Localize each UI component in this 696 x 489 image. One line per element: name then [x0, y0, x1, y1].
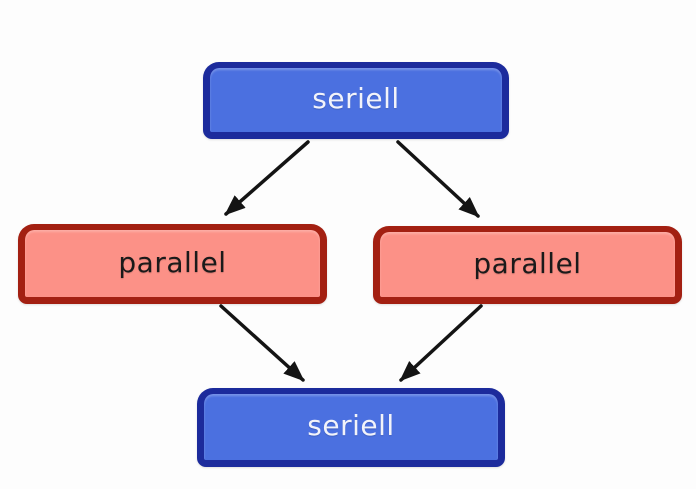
- arrow-seriell-top-to-parallel-right: [396, 140, 480, 218]
- node-seriell-top-label: seriell: [312, 82, 400, 115]
- arrow-seriell-top-to-parallel-left: [224, 140, 310, 216]
- arrow-parallel-right-to-seriell-bottom: [399, 304, 483, 382]
- node-parallel-right: parallel: [373, 226, 682, 304]
- node-seriell-top: seriell: [203, 62, 509, 139]
- arrow-parallel-left-to-seriell-bottom: [219, 304, 305, 382]
- node-seriell-bottom: seriell: [197, 388, 505, 467]
- node-seriell-bottom-label: seriell: [307, 409, 395, 442]
- node-parallel-left: parallel: [18, 224, 327, 304]
- node-parallel-left-label: parallel: [118, 245, 227, 279]
- node-parallel-right-label: parallel: [473, 246, 582, 280]
